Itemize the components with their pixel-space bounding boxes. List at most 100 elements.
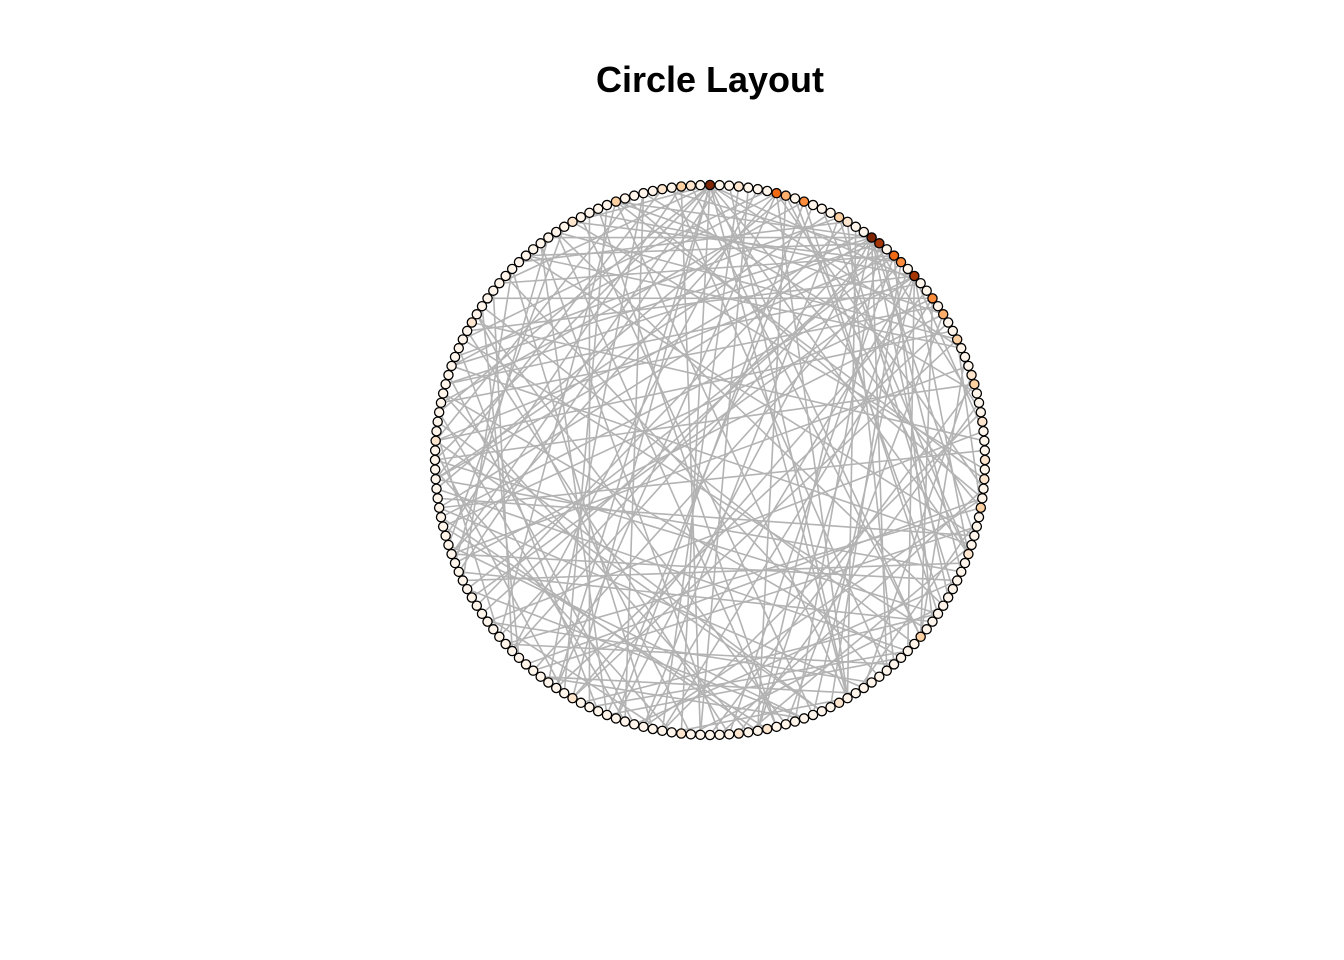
graph-edge [571, 290, 928, 699]
graph-edge [439, 449, 985, 509]
graph-node [429, 454, 441, 466]
graph-edge [462, 268, 513, 581]
graph-node [567, 216, 578, 228]
graph-node [433, 502, 445, 513]
graph-edge [838, 216, 954, 590]
graph-edge [680, 186, 702, 735]
graph-edge [738, 402, 980, 734]
graph-node [937, 600, 949, 611]
graph-node [676, 728, 687, 739]
graph-edge [435, 440, 823, 712]
graph-edge [525, 497, 983, 666]
graph-node [979, 464, 991, 475]
graph-edge [436, 487, 909, 652]
graph-node [440, 378, 451, 390]
graph-edge [785, 313, 944, 725]
graph-node [979, 435, 990, 447]
graph-node [771, 721, 782, 733]
graph-node [971, 521, 983, 532]
graph-node [471, 309, 483, 320]
graph-edge [467, 275, 915, 332]
graph-node [975, 406, 987, 418]
graph-node [973, 511, 985, 523]
graph-node [435, 397, 447, 409]
graph-node [979, 445, 991, 456]
graph-node [921, 285, 932, 296]
graph-node [927, 293, 938, 304]
graph-node [951, 334, 963, 345]
graph-node [932, 608, 944, 620]
graph-node [866, 232, 877, 243]
graph-node [723, 180, 735, 191]
graph-node [559, 687, 570, 699]
graph-edge [572, 221, 902, 263]
graph-edge [505, 506, 982, 645]
graph-node [506, 263, 518, 275]
graph-edge [709, 383, 975, 736]
graph-node [457, 575, 469, 586]
graph-edge [466, 588, 805, 720]
graph-node [666, 727, 677, 738]
graph-node [963, 548, 974, 560]
edges-layer [434, 184, 986, 736]
graph-edge [606, 204, 814, 716]
graph-node [453, 566, 465, 578]
graph-node [647, 723, 659, 735]
graph-node [488, 285, 499, 296]
graph-node [610, 713, 622, 724]
nodes-layer [429, 179, 991, 741]
graph-node [975, 502, 987, 513]
graph-edge [615, 200, 944, 316]
graph-node [807, 199, 819, 211]
graph-node [601, 199, 613, 211]
graph-node [969, 530, 980, 542]
graph-node [685, 180, 697, 191]
graph-node [888, 250, 900, 261]
graph-node [494, 631, 505, 643]
graph-edge [498, 236, 873, 638]
graph-edge [435, 195, 635, 442]
graph-edge [454, 237, 550, 564]
graph-node [971, 388, 983, 399]
graph-edge [829, 262, 902, 708]
graph-node [619, 716, 631, 727]
graph-edge [571, 338, 958, 699]
graph-node [909, 638, 920, 650]
graph-node [500, 270, 511, 282]
graph-node [466, 317, 478, 328]
graph-node [842, 216, 853, 228]
graph-node [723, 729, 735, 740]
graph-node [947, 583, 959, 595]
graph-edge [532, 261, 902, 672]
graph-node [977, 416, 988, 427]
graph-edge [487, 430, 984, 623]
graph-edge [709, 184, 962, 349]
graph-edge [747, 544, 973, 733]
graph-edge [563, 204, 608, 694]
graph-node [816, 705, 828, 717]
graph-edge [643, 192, 978, 395]
graph-node [535, 671, 546, 682]
graph-node [676, 181, 687, 192]
graph-edge [821, 208, 970, 555]
graph-node [437, 521, 449, 532]
graph-node [610, 196, 622, 207]
graph-edge [555, 231, 944, 607]
graph-edge [580, 216, 814, 716]
graph-node [476, 608, 488, 620]
graph-node [979, 454, 991, 466]
graph-node [771, 187, 782, 199]
graph-node [584, 701, 595, 713]
graph-edge [511, 268, 654, 730]
graph-node [449, 557, 461, 569]
graph-edge [870, 237, 976, 537]
graph-node [520, 250, 532, 261]
graph-node [506, 645, 518, 657]
graph-node [592, 705, 604, 717]
graph-node [955, 342, 967, 354]
graph-node [825, 207, 836, 219]
graph-edge [863, 374, 973, 689]
graph-node [584, 207, 595, 219]
graph-edge [615, 200, 872, 239]
graph-node [592, 203, 604, 215]
